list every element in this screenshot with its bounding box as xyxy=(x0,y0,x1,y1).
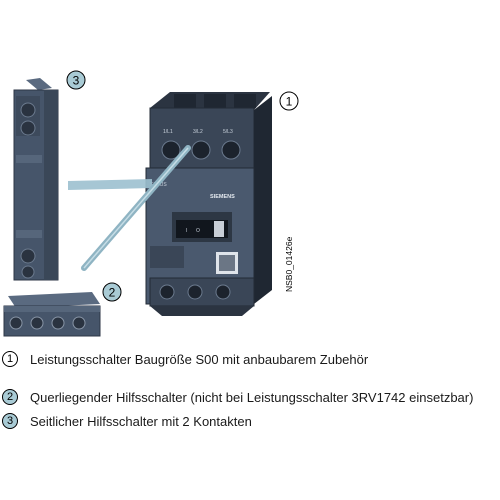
svg-text:3/L2: 3/L2 xyxy=(193,129,203,135)
mounting-rods xyxy=(68,145,191,271)
legend-text-3: Seitlicher Hilfsschalter mit 2 Kontakten xyxy=(30,414,252,429)
circuit-breaker-s00: 1/L1 3/L2 5/L3 SIRIUS SIEMENS I O xyxy=(145,92,272,316)
legend-badge-3: 3 xyxy=(2,413,18,429)
callout-1: 1 xyxy=(279,91,299,111)
legend-text-2: Querliegender Hilfsschalter (nicht bei L… xyxy=(30,390,474,405)
svg-text:5/L3: 5/L3 xyxy=(223,129,233,135)
svg-text:1/L1: 1/L1 xyxy=(163,129,173,135)
transverse-auxiliary-switch xyxy=(3,292,101,337)
legend-item-3: 3 Seitlicher Hilfsschalter mit 2 Kontakt… xyxy=(0,412,500,432)
legend-text-1: Leistungsschalter Baugröße S00 mit anbau… xyxy=(30,352,369,367)
svg-text:I: I xyxy=(186,228,187,234)
callout-2: 2 xyxy=(102,282,122,302)
legend-badge-1: 1 xyxy=(2,351,18,367)
svg-text:3: 3 xyxy=(73,74,80,88)
svg-text:1: 1 xyxy=(286,95,293,109)
svg-text:2: 2 xyxy=(109,286,116,300)
callout-3: 3 xyxy=(66,70,86,90)
lateral-auxiliary-switch xyxy=(13,78,59,281)
legend-item-2: 2 Querliegender Hilfsschalter (nicht bei… xyxy=(0,388,500,408)
legend-badge-2: 2 xyxy=(2,389,18,405)
svg-text:SIEMENS: SIEMENS xyxy=(210,194,235,200)
figure-code: NSB0_01426e xyxy=(284,236,294,292)
legend-item-1: 1 Leistungsschalter Baugröße S00 mit anb… xyxy=(0,350,500,370)
svg-text:O: O xyxy=(196,228,200,234)
